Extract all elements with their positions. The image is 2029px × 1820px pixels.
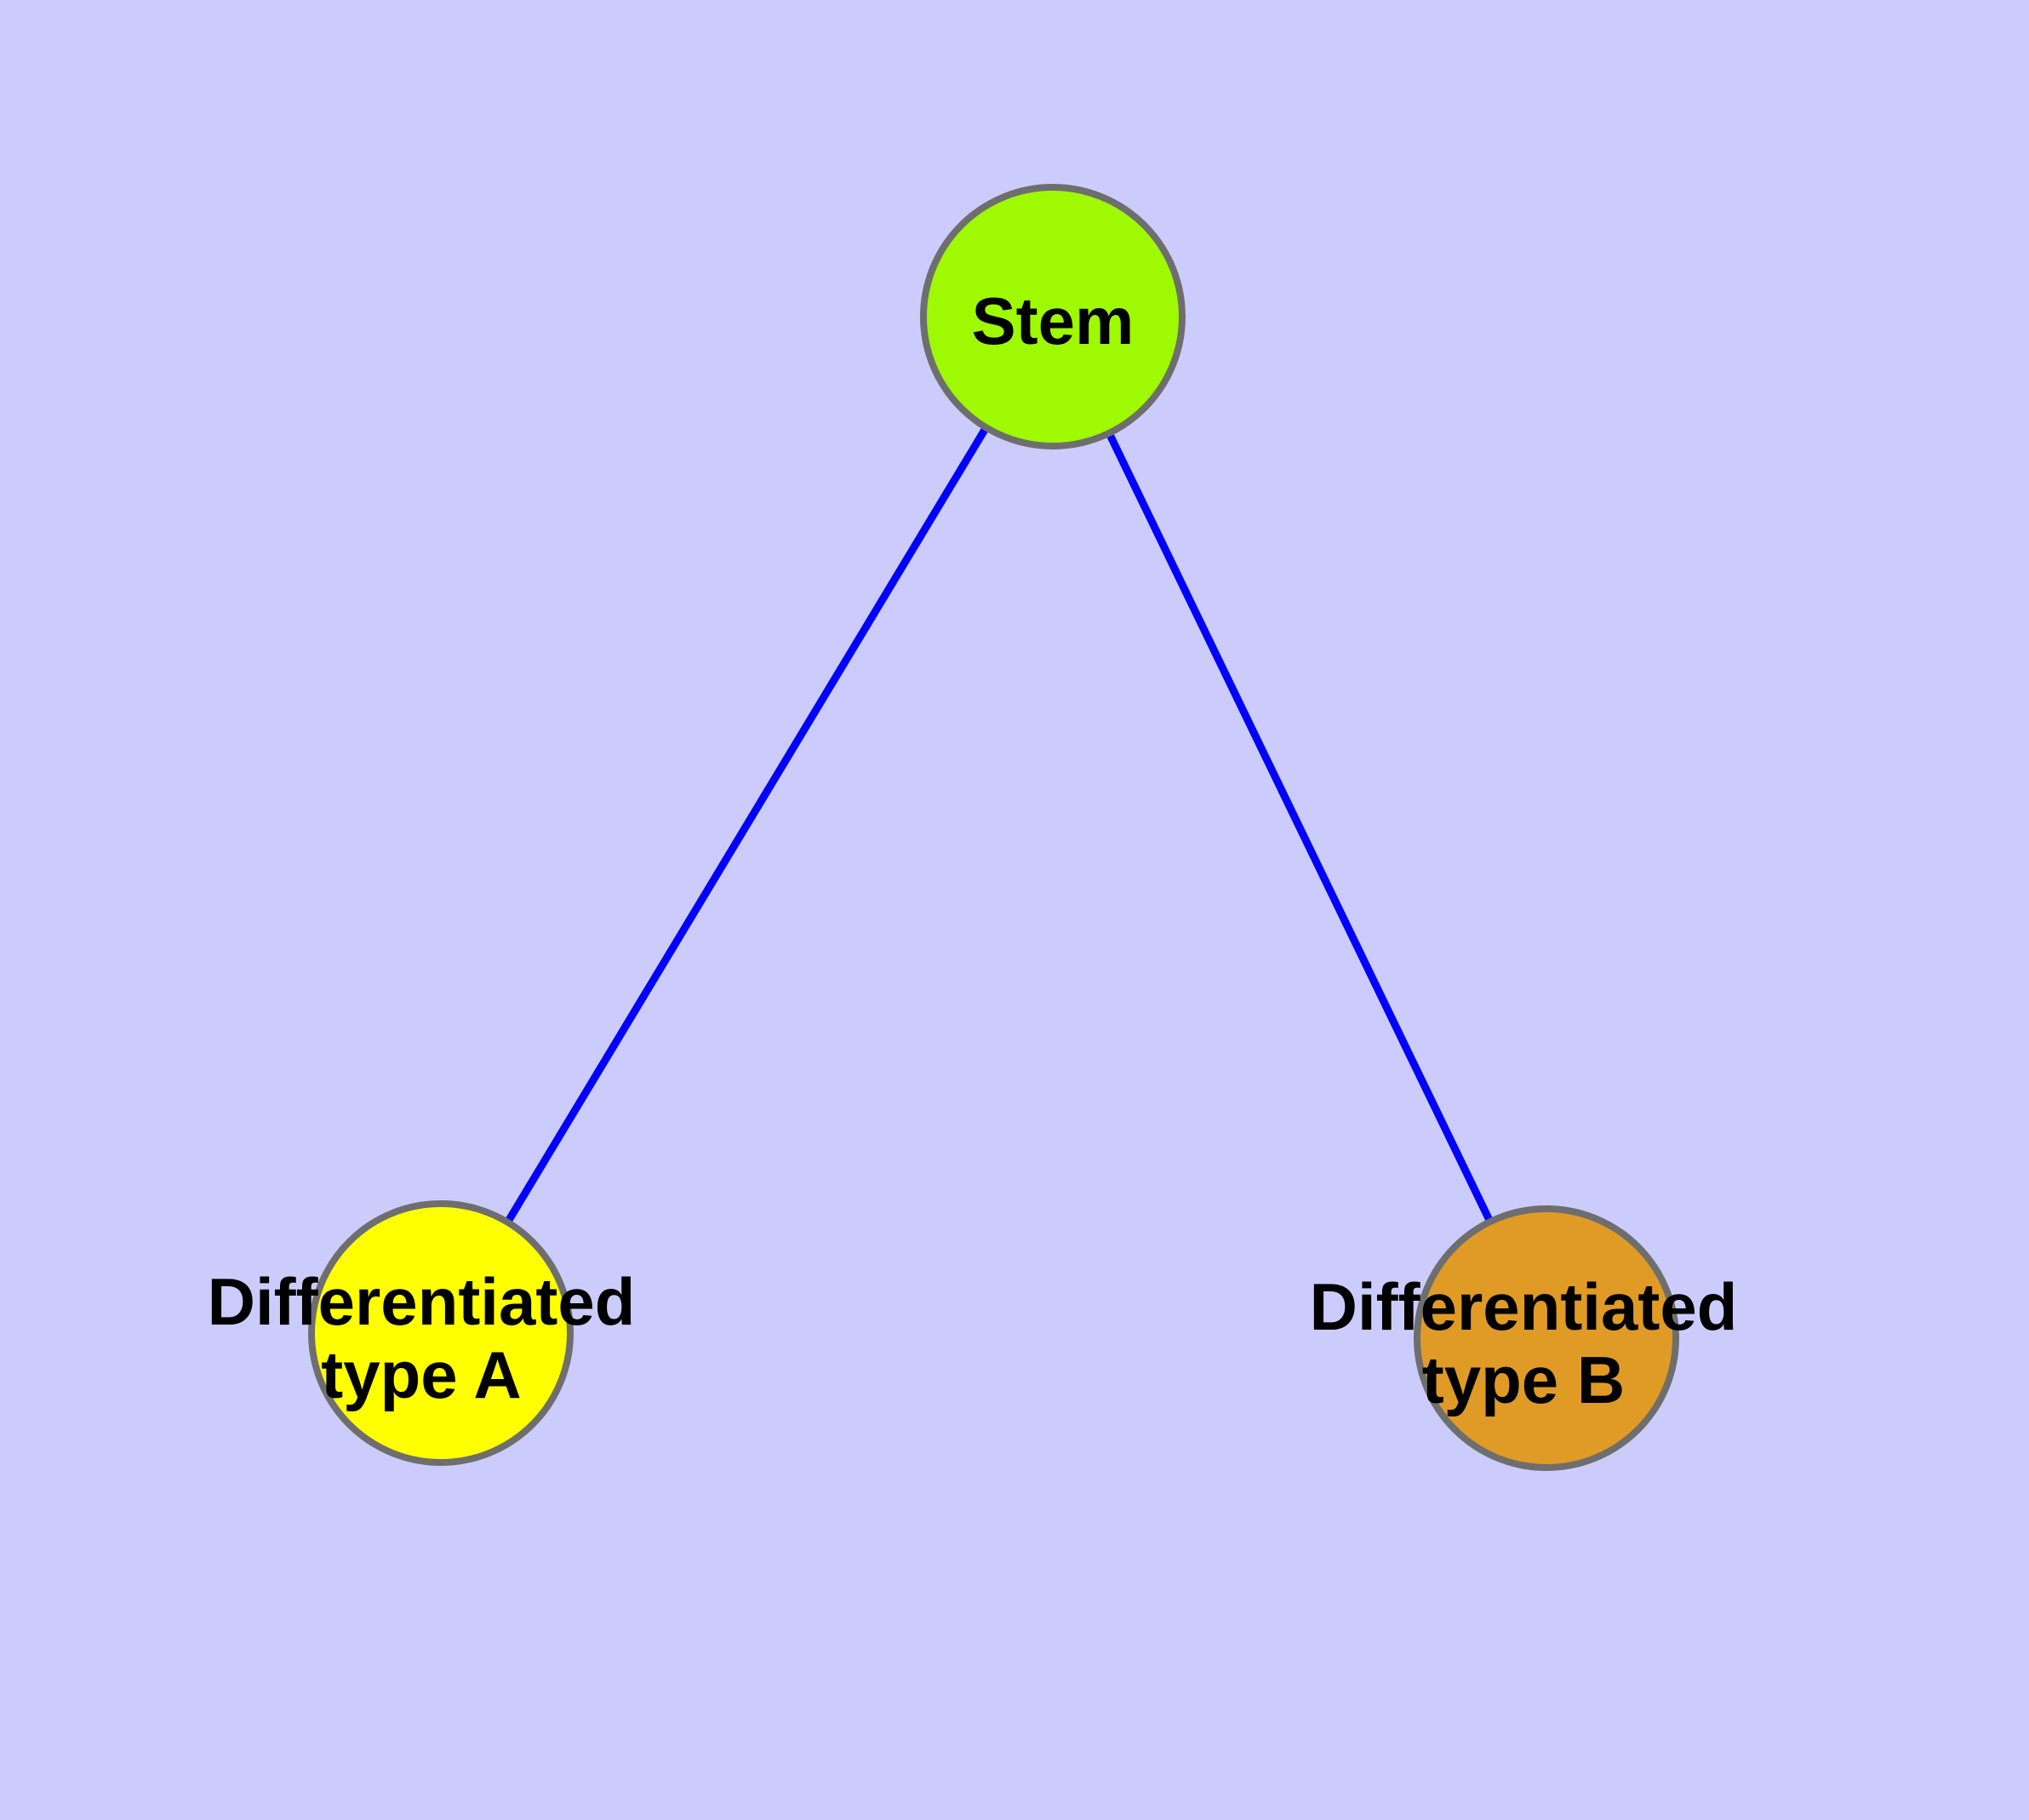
node-layer: [308, 184, 1679, 1471]
node-stem-circle[interactable]: [920, 184, 1186, 449]
node-stem[interactable]: [920, 184, 1186, 449]
node-stem-label: Stem: [972, 283, 1135, 358]
node-differentiated-type-b-circle[interactable]: [1414, 1205, 1679, 1471]
node-differentiated-type-b[interactable]: [1414, 1205, 1679, 1471]
node-differentiated-type-a-circle[interactable]: [308, 1200, 574, 1466]
edge-stem-to-differentiated-type-a[interactable]: [437, 314, 1056, 1336]
edge-layer: [437, 314, 1551, 1340]
node-label-line: type A: [321, 1337, 522, 1412]
node-label-line: Differentiated: [208, 1264, 636, 1339]
node-label-line: Differentiated: [1310, 1269, 1738, 1344]
node-differentiated-type-a[interactable]: [308, 1200, 574, 1466]
node-label-line: type B: [1422, 1342, 1625, 1417]
node-label-line: Stem: [972, 283, 1135, 358]
edge-stem-to-differentiated-type-b[interactable]: [1049, 315, 1551, 1340]
